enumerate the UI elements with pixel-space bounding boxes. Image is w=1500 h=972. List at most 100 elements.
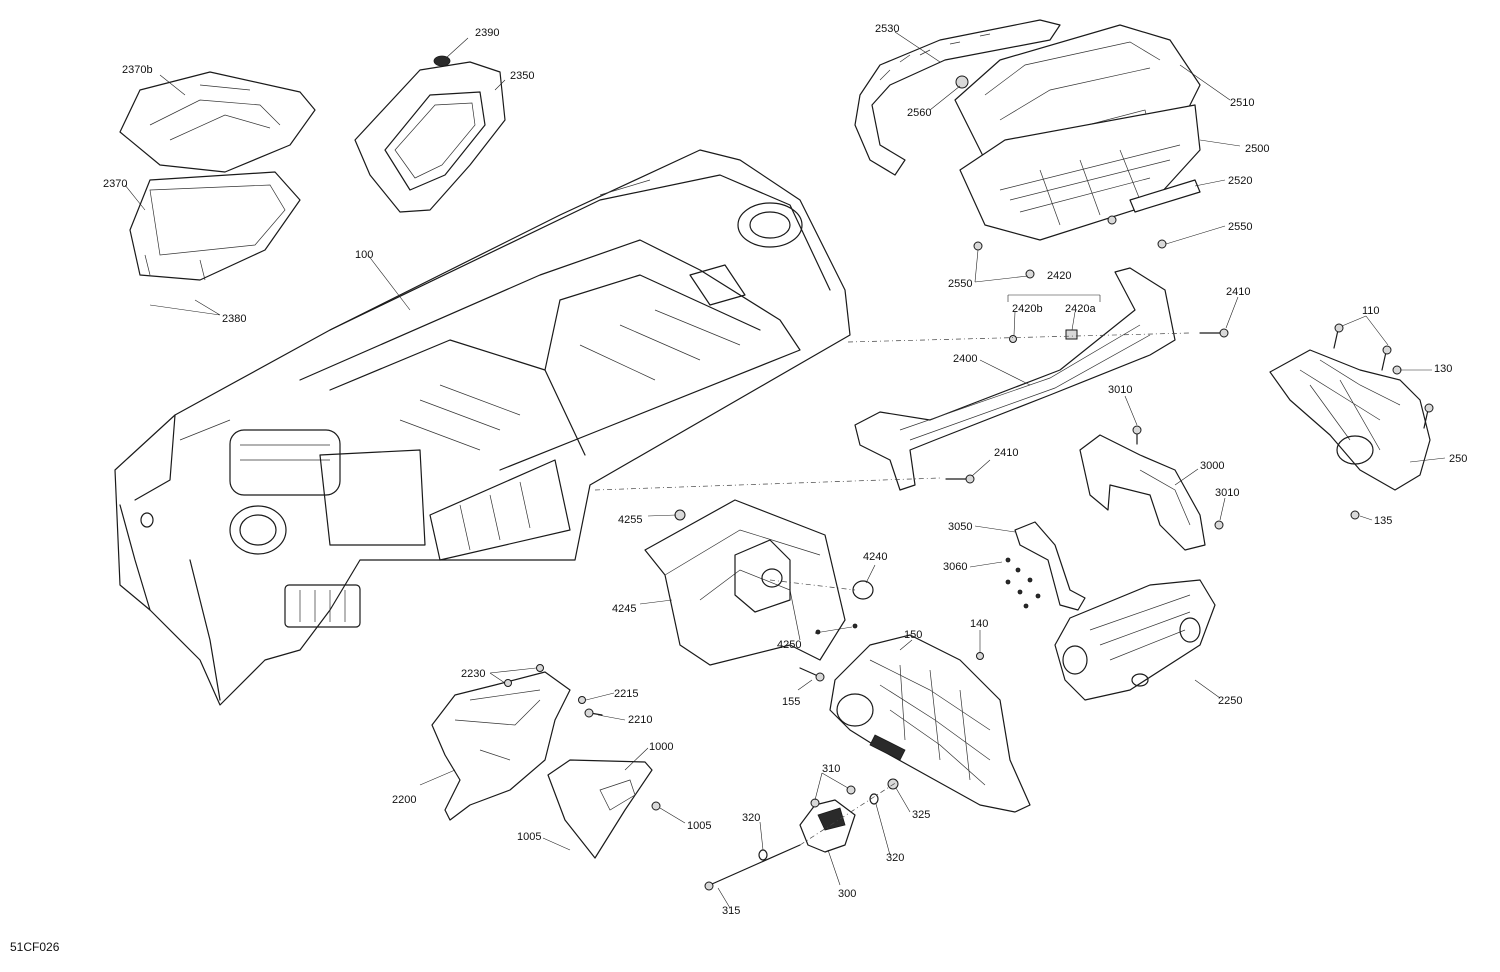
dashboard-main-panel[interactable] xyxy=(114,149,851,706)
label-3010-upper: 3010 xyxy=(1108,384,1132,396)
label-310: 310 xyxy=(822,763,840,775)
bracket-300[interactable] xyxy=(799,799,856,853)
label-1000: 1000 xyxy=(649,741,673,753)
centerline-4240 xyxy=(769,579,856,591)
screw-110b[interactable] xyxy=(1381,345,1392,371)
nut-310b[interactable] xyxy=(846,785,856,795)
centerline-2410-lower xyxy=(594,477,941,491)
cover-1000[interactable] xyxy=(547,759,653,859)
label-100: 100 xyxy=(355,249,373,261)
screw-4255[interactable] xyxy=(674,509,686,521)
label-2400: 2400 xyxy=(953,353,977,365)
clips-3060[interactable] xyxy=(1005,557,1041,609)
label-135: 135 xyxy=(1374,515,1392,527)
label-4240: 4240 xyxy=(863,551,887,563)
washer-135[interactable] xyxy=(1350,510,1360,520)
label-2350: 2350 xyxy=(510,70,534,82)
label-2420a: 2420a xyxy=(1065,303,1096,315)
label-2420b: 2420b xyxy=(1012,303,1043,315)
label-140: 140 xyxy=(970,618,988,630)
screw-130a[interactable] xyxy=(1392,365,1402,375)
screw-2230a[interactable] xyxy=(536,664,544,672)
nut-310a[interactable] xyxy=(810,798,820,808)
storage-bin-2370[interactable] xyxy=(129,171,301,281)
label-2530: 2530 xyxy=(875,23,899,35)
label-4255: 4255 xyxy=(618,514,642,526)
bolt-2410b[interactable] xyxy=(945,474,975,484)
bracket-150[interactable] xyxy=(829,634,1031,813)
label-2510: 2510 xyxy=(1230,97,1254,109)
screw-130b[interactable] xyxy=(1423,403,1434,429)
grab-handle-2530[interactable] xyxy=(854,19,1061,176)
label-2380: 2380 xyxy=(222,313,246,325)
label-2410-upper: 2410 xyxy=(1226,286,1250,298)
label-315: 315 xyxy=(722,905,740,917)
label-2250: 2250 xyxy=(1218,695,1242,707)
storage-lid-2370b[interactable] xyxy=(119,71,316,173)
washer-140[interactable] xyxy=(976,652,984,660)
washer-325[interactable] xyxy=(887,778,899,790)
plug-4240[interactable] xyxy=(852,580,874,600)
label-150: 150 xyxy=(904,629,922,641)
label-2550-left: 2550 xyxy=(948,278,972,290)
washer-320b[interactable] xyxy=(869,793,879,805)
label-3010-lower: 3010 xyxy=(1215,487,1239,499)
clip-2215[interactable] xyxy=(578,696,586,704)
label-3050: 3050 xyxy=(948,521,972,533)
label-250: 250 xyxy=(1449,453,1467,465)
label-2230: 2230 xyxy=(461,668,485,680)
label-2500: 2500 xyxy=(1245,143,1269,155)
panel-2250[interactable] xyxy=(1054,579,1216,701)
screw-2230b[interactable] xyxy=(504,679,512,687)
label-2560: 2560 xyxy=(907,107,931,119)
storage-bin-4245[interactable] xyxy=(644,499,846,666)
label-2420: 2420 xyxy=(1047,270,1071,282)
label-325: 325 xyxy=(912,809,930,821)
knob-2390[interactable] xyxy=(433,55,451,67)
label-2200: 2200 xyxy=(392,794,416,806)
diagram-code: 51CF026 xyxy=(10,940,60,954)
bracket-2200[interactable] xyxy=(431,671,571,821)
long-bolt-315[interactable] xyxy=(704,844,801,891)
screw-3010b[interactable] xyxy=(1214,520,1224,530)
cross-support-2400[interactable] xyxy=(854,267,1176,491)
screw-3010a[interactable] xyxy=(1132,425,1142,445)
fastener-2550b[interactable] xyxy=(1025,269,1035,279)
washer-320a[interactable] xyxy=(758,849,768,861)
bracket-3000[interactable] xyxy=(1079,434,1206,551)
label-3000: 3000 xyxy=(1200,460,1224,472)
centerline-2410-upper xyxy=(847,332,1191,343)
label-320-left: 320 xyxy=(742,812,760,824)
bolt-155[interactable] xyxy=(799,667,825,682)
washer-1005[interactable] xyxy=(651,801,661,811)
bolt-2410a[interactable] xyxy=(1199,328,1229,338)
label-110: 110 xyxy=(1362,305,1380,317)
nut-2420a[interactable] xyxy=(1065,329,1078,340)
label-300: 300 xyxy=(838,888,856,900)
screw-2210[interactable] xyxy=(584,708,603,718)
fastener-2550c[interactable] xyxy=(1107,215,1117,225)
label-2215: 2215 xyxy=(614,688,638,700)
bracket-3050[interactable] xyxy=(1014,521,1086,611)
nut-2420b[interactable] xyxy=(1009,335,1017,343)
centerline-315 xyxy=(799,779,901,846)
fastener-2550d[interactable] xyxy=(1157,239,1167,249)
label-1005-right: 1005 xyxy=(687,820,711,832)
trim-strip-2520[interactable] xyxy=(1129,179,1201,213)
label-2410-lower: 2410 xyxy=(994,447,1018,459)
label-2520: 2520 xyxy=(1228,175,1252,187)
panel-surround-2350[interactable] xyxy=(354,61,506,213)
label-4250: 4250 xyxy=(777,639,801,651)
label-2550-right: 2550 xyxy=(1228,221,1252,233)
label-2370: 2370 xyxy=(103,178,127,190)
label-3060: 3060 xyxy=(943,561,967,573)
label-2210: 2210 xyxy=(628,714,652,726)
label-320-right: 320 xyxy=(886,852,904,864)
leader-lines xyxy=(124,31,1446,909)
label-130: 130 xyxy=(1434,363,1452,375)
fastener-2550a[interactable] xyxy=(973,241,983,251)
fastener-2560[interactable] xyxy=(955,75,969,89)
bracket-250[interactable] xyxy=(1269,349,1431,491)
screw-110a[interactable] xyxy=(1333,323,1344,349)
